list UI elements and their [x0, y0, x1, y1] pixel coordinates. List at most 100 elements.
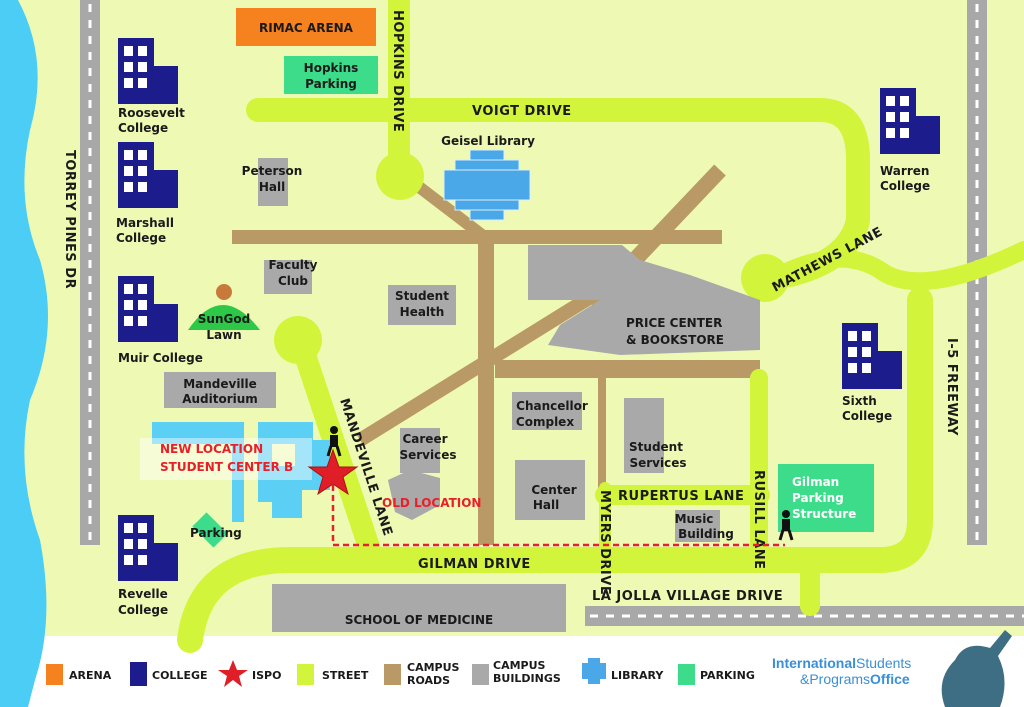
- ispo-logo: InternationalStudents &ProgramsOffice: [772, 630, 1012, 707]
- pedestrian-icon: [326, 426, 342, 457]
- warren-label: College: [880, 179, 930, 193]
- russell-label: RUSILL LANE: [751, 470, 766, 569]
- peterson-label: Hall: [259, 180, 285, 194]
- parking-lot: [192, 512, 228, 548]
- logo-text: Office: [870, 671, 910, 687]
- hopkins-parking-label: Hopkins: [304, 61, 359, 75]
- career-services-label: Career: [402, 432, 447, 446]
- student-health-label: Health: [400, 305, 445, 319]
- mandeville-auditorium-label: Auditorium: [182, 392, 258, 406]
- logo-text: Students: [856, 655, 911, 671]
- revelle-label: College: [118, 603, 168, 617]
- legend-buildings-label: BUILDINGS: [493, 672, 561, 685]
- hopkins-roundabout: [376, 152, 424, 200]
- campus-roads: [232, 164, 760, 545]
- sungod-lawn: [188, 305, 260, 330]
- music-label: Building: [678, 527, 734, 541]
- college-building-icon: [118, 38, 178, 104]
- gilman-parking-structure: [778, 464, 874, 532]
- legend-parking-swatch: [678, 664, 695, 685]
- pedestrian-icon: [778, 510, 794, 541]
- legend-parking-label: PARKING: [700, 669, 755, 682]
- music-label: Music: [675, 512, 714, 526]
- rimac-label: RIMAC ARENA: [259, 21, 354, 35]
- marshall-label: College: [116, 231, 166, 245]
- torrey-pines-label: TORREY PINES DR: [62, 150, 77, 289]
- la-jolla-label: LA JOLLA VILLAGE DRIVE: [592, 589, 783, 604]
- logo-text: International: [772, 655, 856, 671]
- warren-label: Warren: [880, 164, 929, 178]
- faculty-club-label: Faculty: [269, 258, 318, 272]
- college-icons: [118, 38, 940, 581]
- college-building-icon: [880, 88, 940, 154]
- logo-text: &Programs: [800, 671, 870, 687]
- legend-college-icon: [130, 662, 147, 686]
- sixth-label: College: [842, 409, 892, 423]
- marshall-label: Marshall: [116, 216, 174, 230]
- myers-label: MYERS DRIVE: [597, 490, 612, 595]
- medicine-label: SCHOOL OF MEDICINE: [345, 613, 493, 627]
- college-building-icon: [118, 142, 178, 208]
- legend-roads-label: CAMPUS: [407, 661, 460, 674]
- walking-route: [331, 485, 785, 547]
- student-health-label: Student: [395, 289, 449, 303]
- ispo-star-icon: [307, 448, 359, 496]
- rimac-arena: [236, 8, 376, 46]
- geisel-library: [443, 149, 531, 221]
- price-center-label: & BOOKSTORE: [626, 333, 724, 347]
- svg-text:InternationalStudents: InternationalStudents: [772, 655, 911, 671]
- i5-label: I-5 FREEWAY: [944, 338, 959, 436]
- legend-library-label: LIBRARY: [611, 669, 664, 682]
- legend-buildings-label: CAMPUS: [493, 659, 546, 672]
- muir-label: Muir College: [118, 351, 203, 365]
- building-labels: Roosevelt College Marshall College Muir …: [116, 106, 930, 627]
- poseidon-statue-icon: [941, 630, 1012, 707]
- gilman-parking-label: Parking: [792, 491, 844, 505]
- legend-ispo-star-icon: [218, 660, 248, 687]
- chancellor-label: Complex: [516, 415, 574, 429]
- faculty-club-label: Club: [278, 274, 308, 288]
- hopkins-parking-label: Parking: [305, 77, 357, 91]
- new-location-label: STUDENT CENTER B: [160, 460, 293, 474]
- gilman-parking-label: Gilman: [792, 475, 839, 489]
- sungod-label: SunGod: [198, 312, 250, 326]
- legend-arena-label: ARENA: [69, 669, 112, 682]
- mandeville-auditorium-label: Mandeville: [183, 377, 257, 391]
- sixth-label: Sixth: [842, 394, 877, 408]
- chancellor-label: Chancellor: [516, 399, 588, 413]
- legend: ARENA COLLEGE ISPO STREET CAMPUS ROADS C…: [46, 658, 755, 687]
- legend-library-icon: [582, 658, 606, 684]
- la-jolla-village-road: [585, 606, 1024, 626]
- mandeville-roundabout: [274, 316, 322, 364]
- legend-buildings-swatch: [472, 664, 489, 685]
- college-building-icon: [842, 323, 902, 389]
- legend-background: [0, 636, 1024, 707]
- legend-roads-label: ROADS: [407, 674, 450, 687]
- new-location-highlight: [140, 438, 312, 480]
- torrey-pines-road: [80, 0, 100, 545]
- sungod-statue-icon: [216, 284, 232, 300]
- revelle-label: Revelle: [118, 587, 168, 601]
- college-building-icon: [118, 276, 178, 342]
- sungod-label: Lawn: [206, 328, 241, 342]
- ocean: [0, 0, 48, 707]
- old-location-label: OLD LOCATION: [382, 496, 481, 510]
- gilman-parking-label: Structure: [792, 507, 856, 521]
- svg-text:&ProgramsOffice: &ProgramsOffice: [800, 671, 910, 687]
- legend-arena-swatch: [46, 664, 63, 685]
- peterson-label: Peterson: [242, 164, 303, 178]
- student-services-label: Student: [629, 440, 683, 454]
- student-center: [152, 422, 330, 522]
- legend-street-swatch: [297, 664, 314, 685]
- rupertus-label: RUPERTUS LANE: [618, 489, 744, 504]
- legend-ispo-label: ISPO: [252, 669, 281, 682]
- career-services-label: Services: [399, 448, 456, 462]
- hopkins-parking: [284, 56, 378, 94]
- hopkins-label: HOPKINS DRIVE: [390, 10, 405, 132]
- roosevelt-label: College: [118, 121, 168, 135]
- legend-street-label: STREET: [322, 669, 369, 682]
- center-hall-label: Center: [531, 483, 576, 497]
- student-services-label: Services: [629, 456, 686, 470]
- new-location-label: NEW LOCATION: [160, 442, 263, 456]
